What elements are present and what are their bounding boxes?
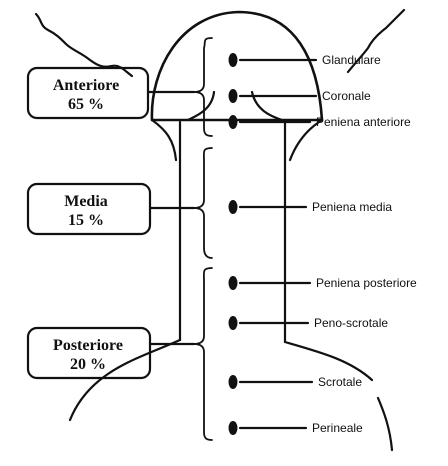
dot-coronale [228, 89, 238, 103]
posterior-box [26, 326, 152, 380]
label-peno-scrotale: Peno-scrotale [314, 316, 388, 330]
corona-left [186, 90, 216, 122]
label-peniena-media: Peniena media [312, 200, 392, 214]
scrotum-left [68, 338, 182, 422]
media-name: Media [64, 193, 108, 210]
torn-edge-right [346, 8, 406, 74]
dot-glandulare [228, 53, 238, 67]
media-percent: 15 % [68, 212, 104, 229]
glans-outline [150, 10, 324, 122]
dot-peno-scrotale [228, 316, 238, 330]
shaft-right-outer [288, 118, 324, 162]
brace-posterior [193, 267, 213, 441]
anterior-box [26, 66, 150, 120]
brace-media [193, 147, 213, 259]
posterior-name: Posteriore [53, 337, 123, 354]
scrotum-right-lower [376, 396, 394, 452]
label-glandulare: Glandulare [322, 53, 381, 67]
dot-scrotale [228, 375, 238, 389]
dot-peniena-media [228, 200, 238, 214]
dot-perineale [228, 421, 238, 435]
label-peniena-posteriore: Peniena posteriore [316, 276, 417, 290]
posterior-percent: 20 % [70, 356, 106, 373]
shaft-left-outer [150, 118, 178, 162]
torn-edge-left [34, 12, 134, 78]
label-perineale: Perineale [312, 421, 363, 435]
media-box [26, 182, 152, 236]
dot-peniena-posteriore [228, 276, 238, 290]
label-coronale: Coronale [322, 89, 371, 103]
label-peniena-anteriore: Peniena anteriore [316, 115, 411, 129]
anterior-percent: 65 % [68, 96, 104, 113]
brace-anterior [193, 37, 213, 137]
dot-peniena-anteriore [228, 115, 238, 129]
scrotum-right [283, 340, 374, 382]
label-scrotale: Scrotale [318, 375, 362, 389]
anterior-name: Anteriore [53, 77, 119, 94]
